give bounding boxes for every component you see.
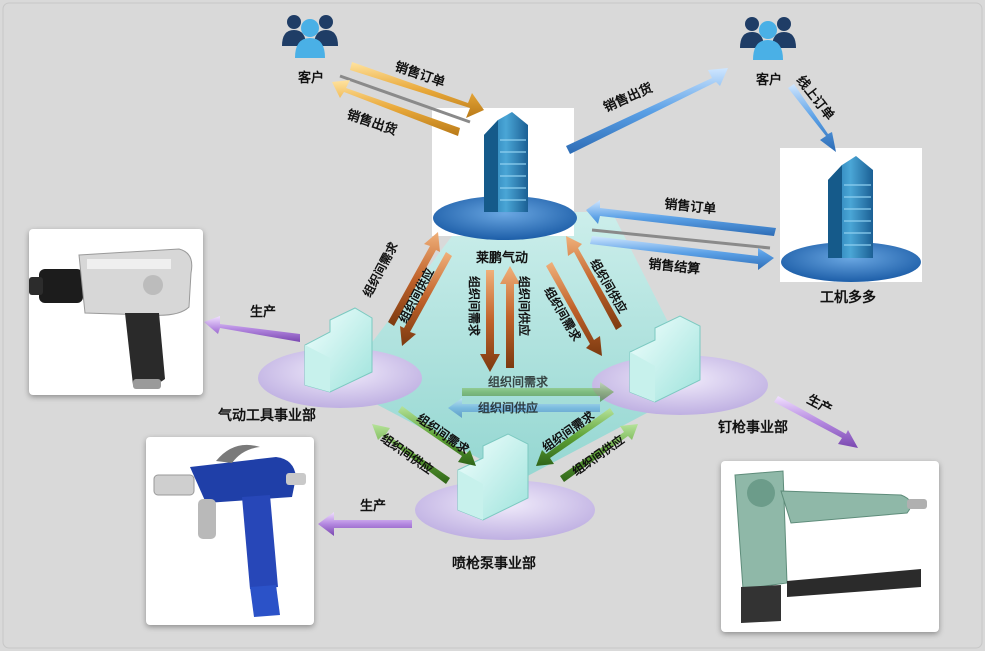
org-demand-arrow-pneumatic — [388, 232, 452, 346]
org-green-arrow-right — [536, 408, 638, 482]
sales-settlement-label: 销售结算 — [648, 256, 701, 277]
org-demand-arrow-spray — [480, 266, 520, 372]
nail-gun-illustration — [734, 470, 927, 623]
platform-divider — [591, 228, 771, 250]
customer-left-label: 客户 — [298, 70, 324, 86]
hq-label: 莱鹏气动 — [476, 250, 528, 266]
production-spray-label: 生产 — [360, 498, 386, 514]
production-arrow-pneumatic — [204, 316, 300, 342]
sales-divider-left — [339, 74, 471, 124]
org-green-arrow-left — [372, 406, 476, 484]
org-demand-arrow-nail — [546, 236, 622, 356]
sales-order-platform-arrow — [586, 200, 776, 236]
production-arrow-spray — [318, 512, 412, 536]
horizontal-demand-label: 组织间需求 — [488, 374, 549, 389]
hq-skyscraper-icon — [484, 112, 528, 212]
pneumatic-division-label: 气动工具事业部 — [217, 407, 316, 424]
nail-gun-division-label: 钉枪事业部 — [718, 419, 788, 436]
platform-label: 工机多多 — [820, 289, 876, 306]
sales-settlement-arrow — [590, 236, 774, 270]
online-order-arrow — [788, 84, 836, 152]
impact-wrench-illustration — [29, 248, 193, 389]
nail-gun-photo — [721, 461, 939, 632]
sales-shipment-arrow-right — [566, 68, 728, 154]
platform-skyscraper-icon — [828, 156, 873, 258]
platform-disc — [781, 242, 921, 282]
customer-left-people-group-icon — [282, 15, 338, 58]
org-supply-horizontal-arrow — [448, 382, 614, 418]
nail-gun-division-factory-blocks-icon — [629, 315, 701, 403]
spray-gun-photo — [146, 437, 314, 625]
spray-division-label: 喷枪泵事业部 — [452, 555, 536, 572]
sales-order-platform-label: 销售订单 — [664, 196, 717, 217]
production-arrow-nail — [774, 396, 858, 448]
impact-wrench-photo — [29, 229, 203, 395]
horizontal-supply-label: 组织间供应 — [478, 400, 538, 415]
spray-demand-label: 组织间需求 — [467, 276, 482, 337]
spray-supply-label: 组织间供应 — [517, 276, 532, 336]
customer-right-label: 客户 — [756, 72, 782, 88]
spray-division-factory-blocks-icon — [457, 433, 529, 521]
hq-disc — [433, 196, 577, 240]
production-pneumatic-label: 生产 — [250, 304, 276, 320]
sales-shipment-arrow-left — [332, 80, 460, 136]
customer-right-people-group-icon — [740, 17, 796, 60]
sales-order-arrow-left — [350, 62, 484, 118]
spray-gun-illustration — [153, 444, 306, 617]
pneumatic-division-factory-blocks-icon — [304, 307, 373, 393]
